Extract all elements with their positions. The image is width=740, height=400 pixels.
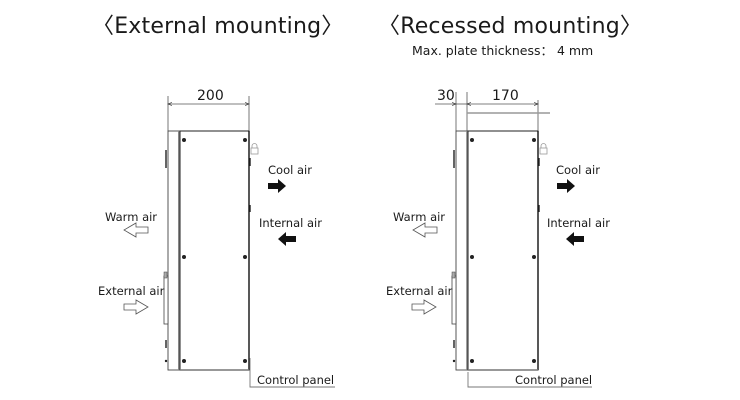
dimension-label-outer: 170 (492, 88, 519, 104)
warm-air-label: Warm air (393, 210, 446, 224)
control-panel-label: Control panel (515, 373, 593, 387)
control-panel-label: Control panel (257, 373, 335, 387)
control-panel-leader (467, 372, 592, 388)
internal-air-arrow-icon (566, 232, 584, 246)
warm-air-label: Warm air (105, 210, 158, 224)
handle (451, 275, 457, 325)
lock-icon (250, 147, 259, 155)
internal-air-label: Internal air (547, 216, 610, 230)
enclosure-body (179, 130, 250, 371)
cool-air-label: Cool air (556, 163, 600, 177)
screws (182, 138, 247, 363)
dimension-200 (168, 96, 249, 131)
internal-air-arrow-icon (278, 232, 296, 246)
external-air-arrow-icon (411, 299, 437, 315)
recessed-mounting-drawing (411, 92, 592, 388)
rear-flange (455, 130, 468, 371)
external-air-label: External air (386, 284, 453, 298)
dimension-30-170 (435, 92, 538, 131)
dimension-label-total: 200 (197, 88, 224, 104)
cool-air-arrow-icon (557, 179, 575, 193)
handle (163, 275, 169, 325)
enclosure-body (467, 130, 539, 371)
external-mounting-title: 〈External mounting〉 (92, 14, 344, 39)
external-air-label: External air (98, 284, 165, 298)
control-panel-leader (249, 358, 335, 388)
warm-air-arrow-icon (412, 222, 438, 238)
external-mounting-drawing (123, 96, 335, 388)
cool-air-label: Cool air (268, 163, 312, 177)
external-air-arrow-icon (123, 299, 149, 315)
internal-air-label: Internal air (259, 216, 322, 230)
warm-air-arrow-icon (123, 222, 149, 238)
rear-flange (167, 130, 180, 371)
lock-icon (539, 147, 548, 155)
recessed-mounting-title: 〈Recessed mounting〉 (378, 14, 643, 39)
dimension-label-inner: 30 (437, 88, 455, 104)
screws (470, 138, 536, 363)
cool-air-arrow-icon (268, 179, 286, 193)
plate-thickness-note: Max. plate thickness： 4 mm (412, 43, 594, 58)
